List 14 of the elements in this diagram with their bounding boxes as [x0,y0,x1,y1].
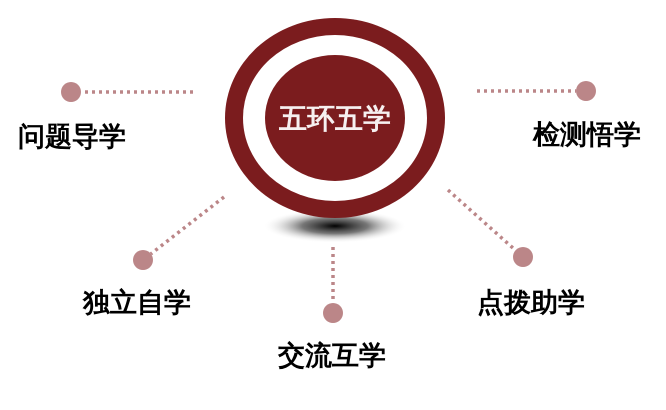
dot-icon [576,81,596,101]
dot-icon [61,82,81,102]
topic-label: 独立自学 [83,290,191,316]
dot-icon [323,303,343,323]
dot-icon [133,250,153,270]
dotted-line [477,89,576,93]
dot-icon [513,247,533,267]
hub-title: 五环五学 [279,105,391,133]
topic-label: 问题导学 [18,124,126,150]
dotted-line [150,196,226,256]
topic-label: 交流互学 [278,342,386,370]
dotted-line [446,188,517,252]
topic-label: 点拨助学 [477,290,585,316]
topic-label: 检测悟学 [533,122,641,148]
